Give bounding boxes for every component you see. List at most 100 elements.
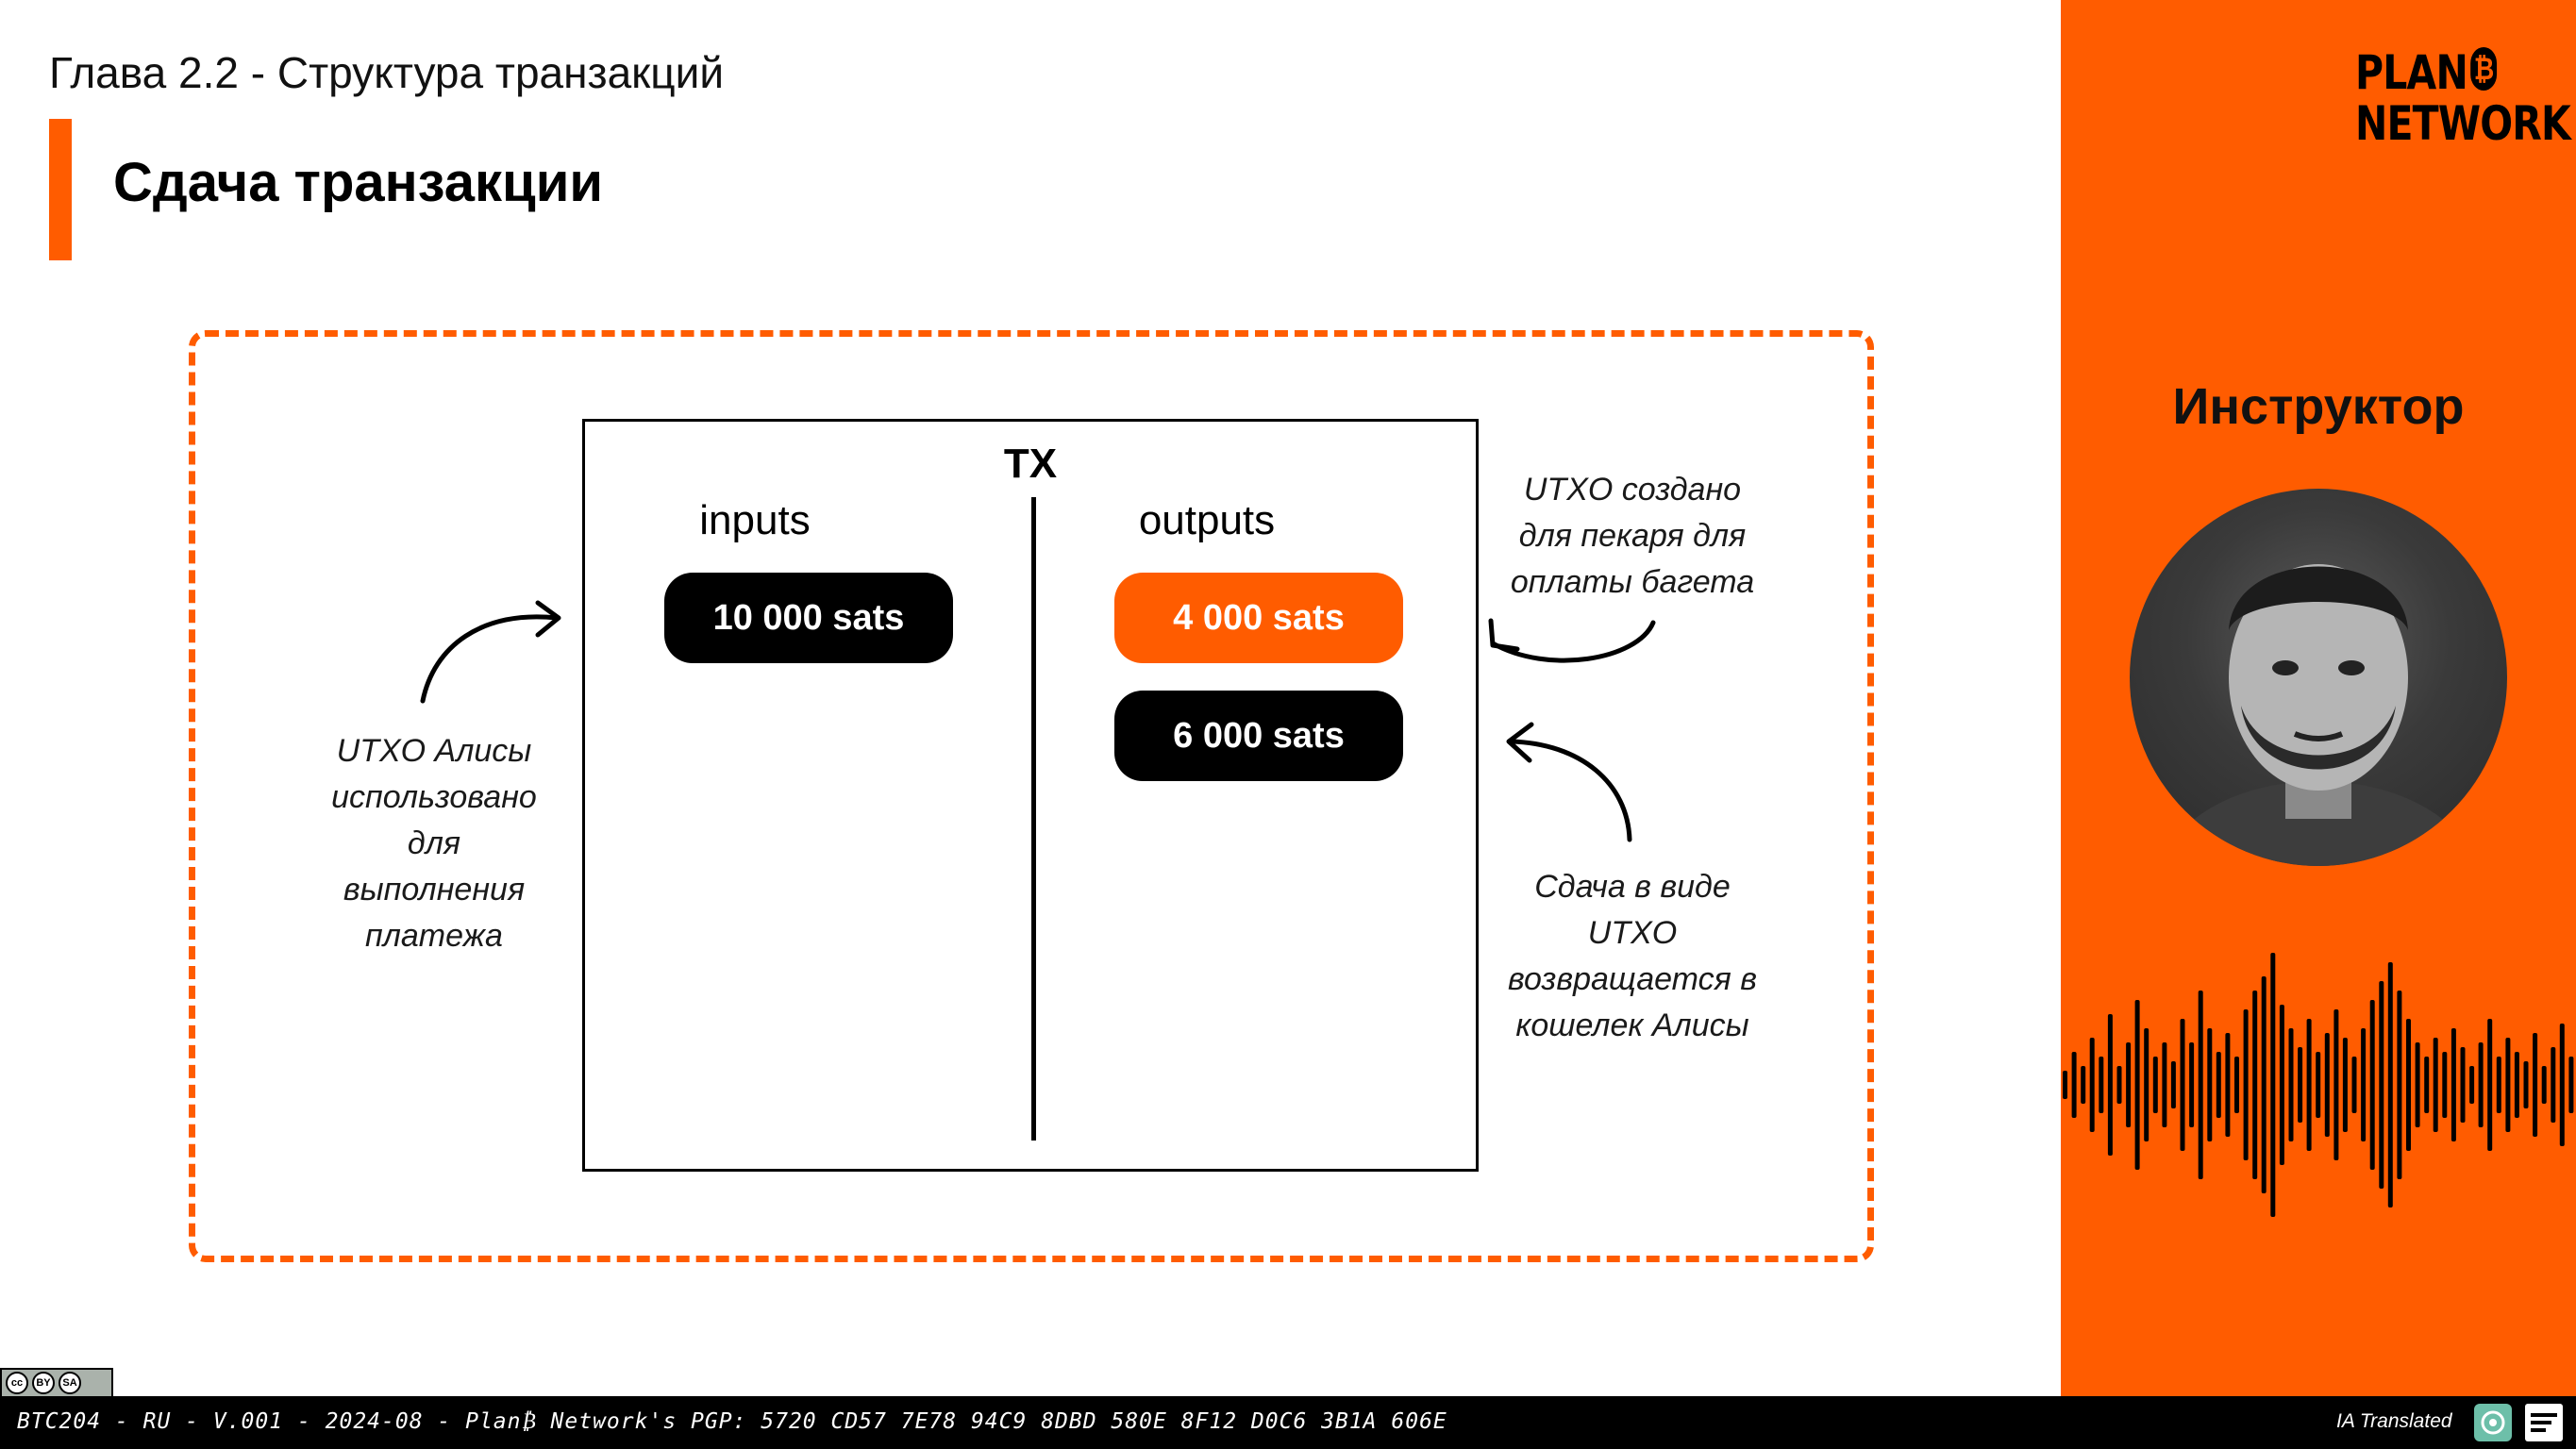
waveform-bar bbox=[2316, 1052, 2321, 1118]
instructor-avatar bbox=[2130, 489, 2507, 866]
waveform-bar bbox=[2261, 976, 2267, 1193]
chapter-title: Глава 2.2 - Структура транзакций bbox=[49, 48, 725, 97]
diagram-frame bbox=[189, 330, 1874, 1262]
waveform-bar bbox=[2207, 1028, 2213, 1141]
tx-title: TX bbox=[1003, 441, 1058, 487]
waveform-bar bbox=[2180, 1019, 2185, 1151]
translation-tool-icon bbox=[2525, 1404, 2563, 1441]
note-line: кошелек Алисы bbox=[1515, 1008, 1749, 1043]
waveform-bar bbox=[2369, 1000, 2375, 1170]
waveform-bar bbox=[2126, 1042, 2132, 1127]
waveform-bar bbox=[2107, 1014, 2113, 1156]
waveform-bar bbox=[2559, 1024, 2565, 1146]
tx-divider bbox=[1031, 497, 1036, 1141]
waveform-bar bbox=[2333, 1009, 2339, 1160]
instructor-panel: PLAN₿ NETWORK Инструктор bbox=[2061, 0, 2576, 1396]
waveform-bar bbox=[2116, 1066, 2122, 1104]
note-line: UTXO bbox=[1587, 915, 1678, 951]
waveform-bar bbox=[2505, 1038, 2511, 1132]
waveform-bar bbox=[2089, 1038, 2095, 1132]
output-pill-payment: 4 000 sats bbox=[1114, 573, 1403, 663]
note-line: для пекаря для bbox=[1518, 518, 1747, 554]
arrow-to-change-output-icon bbox=[1506, 722, 1632, 842]
waveform-bar bbox=[2306, 1019, 2312, 1151]
footer-version-text: BTC204 - RU - V.001 - 2024-08 - Plan₿ Ne… bbox=[17, 1409, 1447, 1434]
waveform-bar bbox=[2279, 1005, 2284, 1165]
waveform-bar bbox=[2496, 1057, 2501, 1113]
waveform-bar bbox=[2523, 1061, 2529, 1108]
ai-model-icon bbox=[2474, 1404, 2512, 1441]
outputs-label: outputs bbox=[1138, 497, 1276, 543]
waveform-bar bbox=[2144, 1028, 2149, 1141]
note-line: UTXO Алисы bbox=[336, 733, 532, 769]
note-line: оплаты багета bbox=[1510, 564, 1755, 600]
note-line: платежа bbox=[365, 918, 503, 954]
waveform-bar bbox=[2243, 1009, 2249, 1160]
waveform-bar bbox=[2460, 1047, 2466, 1123]
note-line: для bbox=[407, 825, 461, 861]
waveform-bar bbox=[2216, 1052, 2221, 1118]
note-line: использовано bbox=[331, 779, 537, 815]
waveform-bar bbox=[2288, 1028, 2294, 1141]
note-alice-input: UTXO Алисы использовано для выполнения п… bbox=[283, 728, 585, 959]
input-pill: 10 000 sats bbox=[664, 573, 953, 663]
note-line: выполнения bbox=[343, 872, 526, 908]
waveform-bar bbox=[2189, 1042, 2195, 1127]
waveform-bar bbox=[2451, 1028, 2456, 1141]
accent-bar bbox=[49, 119, 72, 260]
waveform-bar bbox=[2099, 1057, 2104, 1113]
waveform-bar bbox=[2478, 1042, 2484, 1127]
waveform-bar bbox=[2081, 1066, 2086, 1104]
waveform-bar bbox=[2415, 1042, 2420, 1127]
ia-translated-label: IA Translated bbox=[2336, 1410, 2452, 1432]
waveform-bar bbox=[2469, 1066, 2475, 1104]
section-title: Сдача транзакции bbox=[113, 152, 603, 213]
waveform-bar bbox=[2225, 1033, 2231, 1137]
plan-b-network-logo: PLAN₿ NETWORK bbox=[2355, 47, 2571, 151]
note-change-output: Сдача в виде UTXO возвращается в кошелек… bbox=[1491, 864, 1774, 1049]
waveform-bar bbox=[2487, 1019, 2493, 1151]
waveform-bar bbox=[2351, 1057, 2357, 1113]
logo-text-network: NETWORK bbox=[2355, 96, 2571, 151]
note-line: возвращается в bbox=[1508, 961, 1757, 997]
waveform-bar bbox=[2063, 1071, 2067, 1099]
sa-icon: SA bbox=[59, 1372, 81, 1394]
instructor-label: Инструктор bbox=[2172, 378, 2465, 435]
waveform-bar bbox=[2533, 1033, 2538, 1137]
audio-waveform-icon bbox=[2063, 953, 2574, 1217]
waveform-bar bbox=[2298, 1047, 2303, 1123]
waveform-bar bbox=[2433, 1038, 2438, 1132]
note-line: Сдача в виде bbox=[1534, 869, 1731, 905]
waveform-bar bbox=[2514, 1052, 2519, 1118]
waveform-bar bbox=[2198, 991, 2203, 1179]
cc-license-badge: cc BY SA bbox=[0, 1368, 113, 1398]
waveform-bar bbox=[2152, 1057, 2158, 1113]
waveform-bar bbox=[2252, 991, 2258, 1179]
waveform-bar bbox=[2270, 953, 2276, 1217]
waveform-bar bbox=[2568, 1057, 2574, 1113]
waveform-bar bbox=[2424, 1057, 2430, 1113]
output-pill-change: 6 000 sats bbox=[1114, 691, 1403, 781]
waveform-bar bbox=[2541, 1066, 2547, 1104]
note-line: UTXO создано bbox=[1523, 472, 1742, 508]
transaction-box: TX inputs outputs 10 000 sats 4 000 sats… bbox=[582, 419, 1479, 1172]
bitcoin-b-icon: ₿ bbox=[2470, 47, 2498, 91]
waveform-bar bbox=[2361, 1028, 2367, 1141]
waveform-bar bbox=[2406, 1019, 2411, 1151]
waveform-bar bbox=[2397, 991, 2402, 1179]
waveform-bar bbox=[2134, 1000, 2140, 1170]
instructor-portrait-icon bbox=[2160, 564, 2477, 866]
inputs-label: inputs bbox=[699, 497, 811, 543]
waveform-bar bbox=[2071, 1052, 2077, 1118]
waveform-bar bbox=[2442, 1052, 2448, 1118]
note-baker-output: UTXO создано для пекаря для оплаты багет… bbox=[1491, 467, 1774, 606]
waveform-bar bbox=[2342, 1038, 2348, 1132]
arrow-to-input-icon bbox=[420, 600, 561, 704]
waveform-bar bbox=[2324, 1033, 2330, 1137]
waveform-bar bbox=[2379, 981, 2384, 1189]
waveform-bar bbox=[2234, 1057, 2239, 1113]
by-icon: BY bbox=[32, 1372, 55, 1394]
footer-bar: BTC204 - RU - V.001 - 2024-08 - Plan₿ Ne… bbox=[0, 1396, 2576, 1449]
waveform-bar bbox=[2170, 1061, 2176, 1108]
cc-icon: cc bbox=[6, 1372, 28, 1394]
